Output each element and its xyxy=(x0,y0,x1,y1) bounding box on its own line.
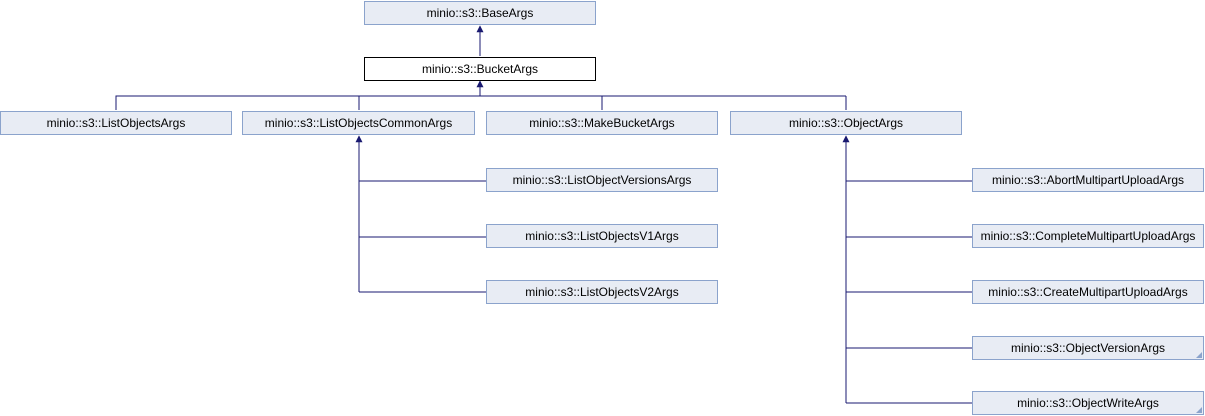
node-create-multipart-upload-args[interactable]: minio::s3::CreateMultipartUploadArgs xyxy=(972,280,1204,304)
node-bucket-args[interactable]: minio::s3::BucketArgs xyxy=(364,57,596,81)
edge-listcommon-children xyxy=(358,180,486,293)
edge-objectargs-children xyxy=(845,180,972,404)
node-make-bucket-args[interactable]: minio::s3::MakeBucketArgs xyxy=(486,111,718,135)
node-abort-multipart-upload-args[interactable]: minio::s3::AbortMultipartUploadArgs xyxy=(972,168,1204,192)
collapsed-node-fold-icon xyxy=(1196,352,1202,358)
node-list-objects-v1-args[interactable]: minio::s3::ListObjectsV1Args xyxy=(486,224,718,248)
node-list-objects-common-args[interactable]: minio::s3::ListObjectsCommonArgs xyxy=(242,111,475,135)
node-base-args[interactable]: minio::s3::BaseArgs xyxy=(364,1,596,25)
node-object-args[interactable]: minio::s3::ObjectArgs xyxy=(730,111,962,135)
node-complete-multipart-upload-args[interactable]: minio::s3::CompleteMultipartUploadArgs xyxy=(972,224,1204,248)
node-object-version-args[interactable]: minio::s3::ObjectVersionArgs xyxy=(972,336,1204,360)
node-list-objects-v2-args[interactable]: minio::s3::ListObjectsV2Args xyxy=(486,280,718,304)
node-object-write-args[interactable]: minio::s3::ObjectWriteArgs xyxy=(972,391,1204,415)
node-object-version-args-label: minio::s3::ObjectVersionArgs xyxy=(1010,341,1166,355)
node-object-write-args-label: minio::s3::ObjectWriteArgs xyxy=(1017,396,1159,410)
edge-bucket-children xyxy=(115,95,847,110)
collapsed-node-fold-icon xyxy=(1196,407,1202,413)
node-list-objects-args[interactable]: minio::s3::ListObjectsArgs xyxy=(0,111,232,135)
node-list-object-versions-args[interactable]: minio::s3::ListObjectVersionsArgs xyxy=(486,168,718,192)
